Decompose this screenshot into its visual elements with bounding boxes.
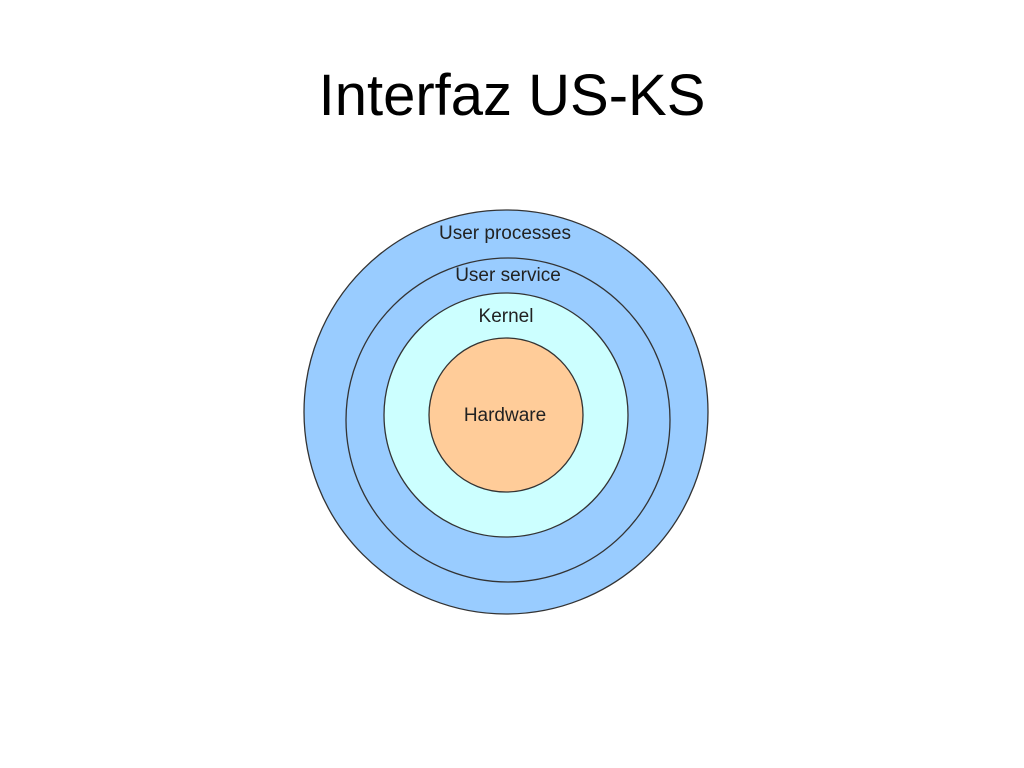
kernel-label: Kernel <box>479 306 534 327</box>
user-service-label: User service <box>455 265 561 286</box>
hardware-core <box>428 337 584 493</box>
hardware-label: Hardware <box>464 405 546 426</box>
user-processes-label: User processes <box>439 223 571 244</box>
slide-title: Interfaz US-KS <box>318 63 706 128</box>
